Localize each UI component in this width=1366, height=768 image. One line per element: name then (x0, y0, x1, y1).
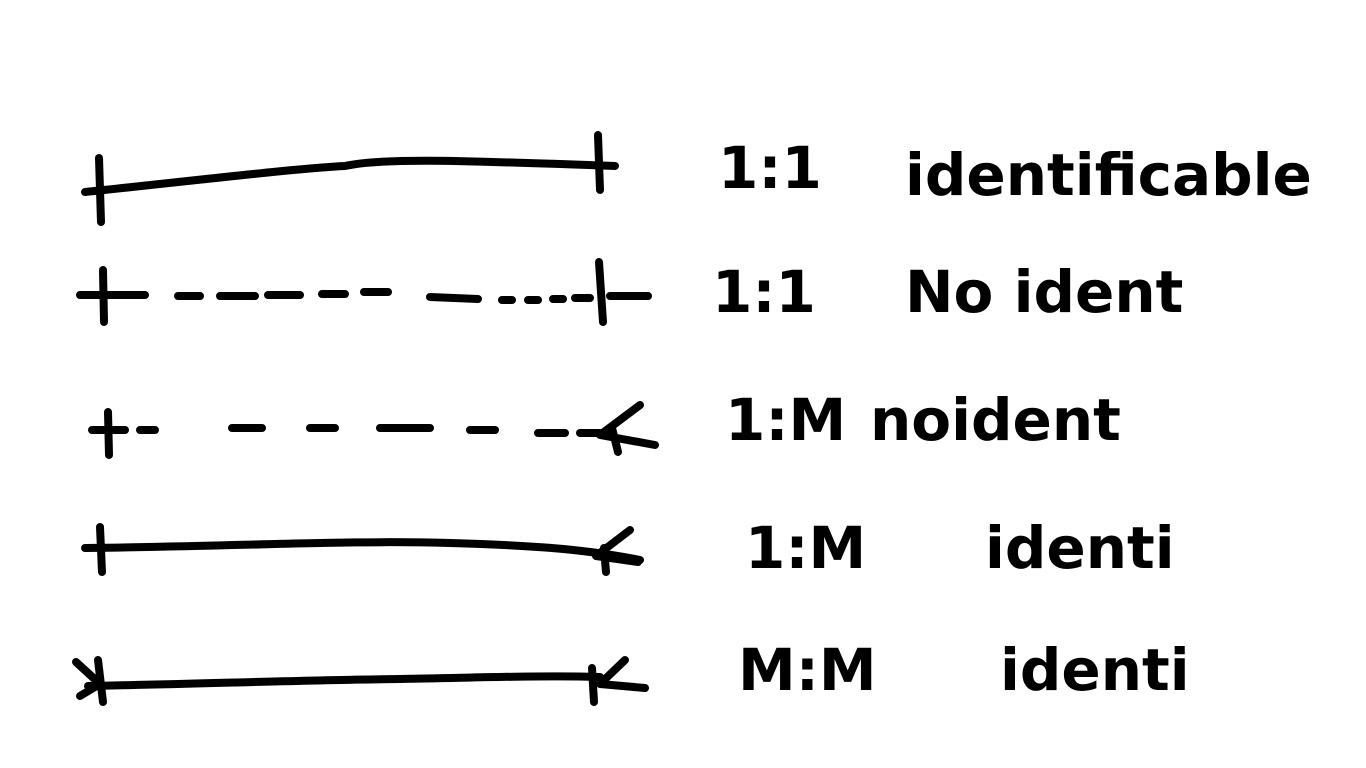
relationship-line (81, 156, 619, 196)
relationship-line (81, 538, 644, 564)
crows-foot-left (72, 656, 107, 706)
notation-row: 1:1 identificable (81, 131, 1312, 226)
description-label: identi (1000, 636, 1190, 704)
notation-row: 1:1 No ident (76, 258, 1183, 326)
crows-foot-right (596, 401, 659, 456)
relationship-line (88, 424, 604, 437)
relationship-line (84, 672, 604, 690)
one-bar-right (594, 131, 604, 194)
notation-row: M:M identi (72, 636, 1190, 706)
description-label: noident (870, 386, 1121, 454)
solid-one-to-one-connector (81, 131, 619, 226)
cardinality-label: 1:1 (712, 258, 816, 326)
cardinality-label: 1:M (745, 514, 866, 582)
cardinality-label: M:M (738, 636, 877, 704)
notation-row: 1:M identi (81, 514, 1175, 582)
dashed-one-to-one-connector (76, 258, 652, 326)
cardinality-label: 1:M (725, 386, 846, 454)
one-bar-right (595, 258, 607, 326)
crows-foot-right (588, 656, 649, 706)
one-bar-left (96, 523, 106, 576)
one-bar-left (99, 266, 108, 326)
relationship-line (76, 288, 652, 304)
one-bar-left (95, 154, 105, 226)
solid-one-to-many-connector (81, 523, 644, 576)
notation-row: 1:M noident (88, 386, 1121, 459)
dashed-one-to-many-connector (88, 401, 659, 459)
description-label: identificable (905, 141, 1312, 209)
cardinality-label: 1:1 (718, 134, 822, 202)
solid-many-to-many-connector (72, 656, 649, 706)
description-label: identi (985, 514, 1175, 582)
crows-foot-right (592, 526, 642, 576)
description-label: No ident (905, 258, 1183, 326)
one-bar-left (104, 408, 113, 459)
